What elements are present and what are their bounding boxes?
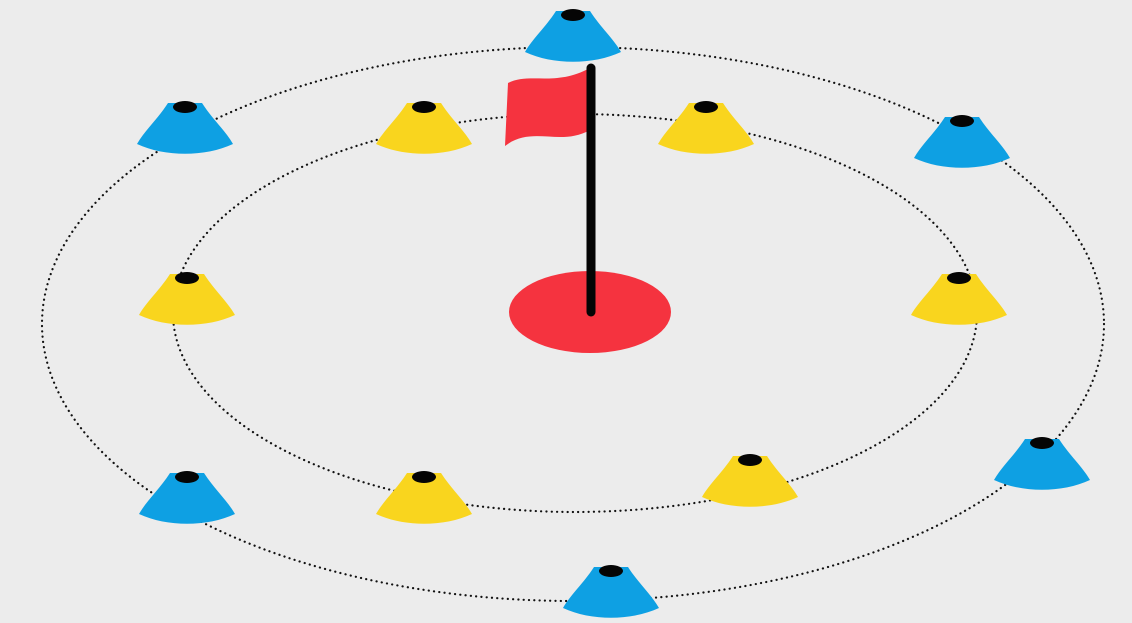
outer-cone-6-hole	[599, 565, 623, 577]
outer-cone-3	[914, 115, 1010, 168]
inner-cone-1	[376, 101, 472, 154]
inner-cone-3-hole	[175, 272, 199, 284]
inner-cone-2-hole	[694, 101, 718, 113]
cone-markers	[137, 9, 1090, 618]
outer-cone-1-hole	[561, 9, 585, 21]
inner-cone-2	[658, 101, 754, 154]
inner-cone-1-body	[376, 103, 472, 154]
inner-cone-2-body	[658, 103, 754, 154]
inner-cone-6	[702, 454, 798, 507]
outer-cone-4	[139, 471, 235, 524]
outer-cone-3-hole	[950, 115, 974, 127]
inner-cone-5-hole	[412, 471, 436, 483]
inner-cone-5-body	[376, 473, 472, 524]
inner-cone-4-hole	[947, 272, 971, 284]
inner-cone-3	[139, 272, 235, 325]
inner-cone-4-body	[911, 274, 1007, 325]
outer-cone-6	[563, 565, 659, 618]
outer-cone-2	[137, 101, 233, 154]
outer-cone-2-hole	[173, 101, 197, 113]
inner-cone-6-hole	[738, 454, 762, 466]
inner-cone-3-body	[139, 274, 235, 325]
outer-cone-4-body	[139, 473, 235, 524]
outer-cone-5-hole	[1030, 437, 1054, 449]
flag-icon	[505, 68, 590, 146]
inner-cone-6-body	[702, 456, 798, 507]
outer-cone-2-body	[137, 103, 233, 154]
outer-cone-6-body	[563, 567, 659, 618]
inner-cone-1-hole	[412, 101, 436, 113]
inner-cone-4	[911, 272, 1007, 325]
outer-cone-1	[525, 9, 621, 62]
outer-cone-5-body	[994, 439, 1090, 490]
outer-cone-3-body	[914, 117, 1010, 168]
outer-cone-1-body	[525, 11, 621, 62]
outer-cone-5	[994, 437, 1090, 490]
inner-cone-5	[376, 471, 472, 524]
outer-cone-4-hole	[175, 471, 199, 483]
